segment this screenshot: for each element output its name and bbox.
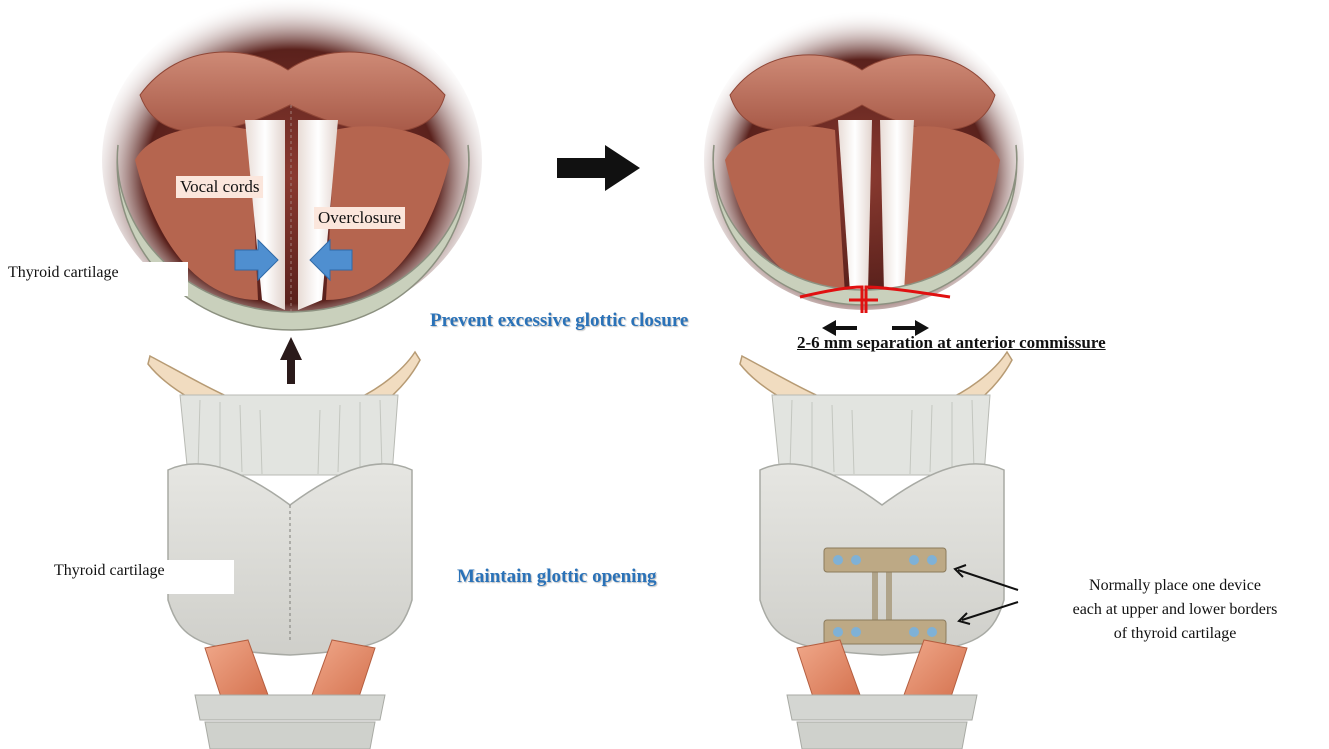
note-line-1: Normally place one device [1030, 574, 1320, 598]
maintain-opening-heading: Maintain glottic opening [457, 566, 657, 588]
transition-arrow [557, 145, 640, 191]
prevent-closure-heading: Prevent excessive glottic closure [430, 310, 688, 332]
separation-caption: 2-6 mm separation at anterior commissure [797, 333, 1106, 353]
overclosure-label: Overclosure [314, 207, 405, 229]
vocal-cords-label: Vocal cords [176, 176, 263, 198]
device-placement-note: Normally place one device each at upper … [1030, 574, 1320, 646]
thyroid-cartilage-label-top: Thyroid cartilage [4, 262, 188, 296]
up-arrow [280, 337, 302, 384]
glottis-separated-illustration [704, 10, 1024, 336]
upper-titanium-bridge [824, 548, 946, 572]
larynx-right-illustration [740, 352, 1012, 749]
note-line-3: of thyroid cartilage [1030, 622, 1320, 646]
larynx-left-illustration [148, 352, 420, 749]
note-line-2: each at upper and lower borders [1030, 598, 1320, 622]
thyroid-cartilage-label-bottom: Thyroid cartilage [50, 560, 234, 594]
